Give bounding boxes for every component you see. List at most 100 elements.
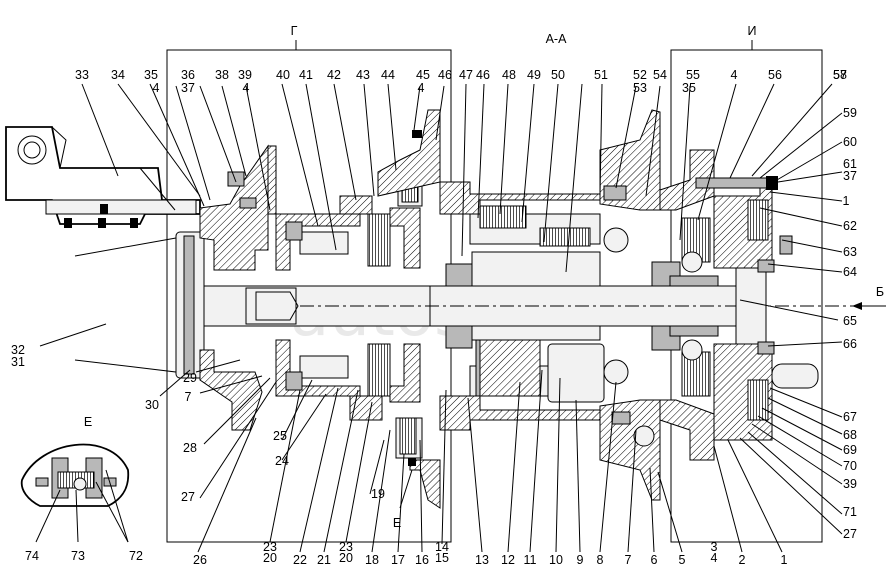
callout-top-4: 4 <box>418 81 425 95</box>
callout-top-54: 54 <box>653 68 667 82</box>
callout-top-4: 4 <box>243 81 250 95</box>
callout-top-44: 44 <box>381 68 395 82</box>
callout-right-67: 67 <box>843 410 857 424</box>
callout-bottom-11: 11 <box>524 553 537 567</box>
callout-left-7: 7 <box>185 390 192 404</box>
callout-right-70: 70 <box>843 459 857 473</box>
callout-right-68: 68 <box>843 428 857 442</box>
callout-top-36: 36 <box>181 68 195 82</box>
callout-bottom-5: 5 <box>679 553 686 567</box>
callout-top-4: 4 <box>153 81 160 95</box>
callout-bottom-21: 21 <box>317 553 331 567</box>
callout-bottom-20: 20 <box>263 551 277 565</box>
callout-bottom-22: 22 <box>293 553 307 567</box>
callout-bottom-9: 9 <box>577 553 584 567</box>
callout-top-57: 57 <box>833 68 847 82</box>
callout-left-24: 24 <box>275 454 289 468</box>
callout-left-25: 25 <box>273 429 287 443</box>
callout-left-19: 19 <box>371 487 385 501</box>
callout-top-41: 41 <box>299 68 313 82</box>
callout-top-37: 37 <box>181 81 195 95</box>
callout-bottom-15: 15 <box>435 551 449 565</box>
callout-top-48: 48 <box>502 68 516 82</box>
callout-bottom-4: 4 <box>711 551 718 565</box>
callout-top-42: 42 <box>327 68 341 82</box>
callout-left-27: 27 <box>181 490 195 504</box>
detail-e-reference: Е <box>393 516 401 530</box>
main-shaft <box>300 251 860 351</box>
callout-right-63: 63 <box>843 245 857 259</box>
callout-bottom-6: 6 <box>651 553 658 567</box>
callout-right-27: 27 <box>843 527 857 541</box>
callout-bottom-72: 72 <box>129 549 143 563</box>
callout-right-69: 69 <box>843 443 857 457</box>
callout-top-4: 4 <box>731 68 738 82</box>
callout-bottom-18: 18 <box>365 553 379 567</box>
callout-top-49: 49 <box>527 68 541 82</box>
callout-top-43: 43 <box>356 68 370 82</box>
callout-left-28: 28 <box>183 441 197 455</box>
callout-bottom-7: 7 <box>625 553 632 567</box>
leader-lines <box>35 40 886 553</box>
callout-left-30: 30 <box>145 398 159 412</box>
callout-top-46: 46 <box>476 68 490 82</box>
callout-top-50: 50 <box>551 68 565 82</box>
callout-bottom-23: 23 <box>339 540 353 554</box>
callout-top-39: 39 <box>238 68 252 82</box>
detail-e-view <box>20 443 130 507</box>
callout-left-29: 29 <box>183 371 197 385</box>
callout-right-59: 59 <box>843 106 857 120</box>
callout-right-39: 39 <box>843 477 857 491</box>
brake-unit <box>659 149 819 461</box>
section-title: А-А <box>546 32 568 46</box>
actuator-housing <box>5 126 201 228</box>
detail-e-title: Е <box>84 415 92 429</box>
callout-bottom-14: 14 <box>435 540 449 554</box>
callout-right-62: 62 <box>843 219 857 233</box>
view-mark-g: Г <box>291 24 298 38</box>
callout-bottom-3: 3 <box>711 540 718 554</box>
callout-bottom-23: 23 <box>263 540 277 554</box>
callout-right-61: 61 <box>843 157 857 171</box>
callout-top-58: 58 <box>833 68 847 82</box>
callout-bottom-1: 1 <box>781 553 788 567</box>
callout-right-60: 60 <box>843 135 857 149</box>
view-mark-i: И <box>748 24 757 38</box>
callout-top-33: 33 <box>75 68 89 82</box>
callout-top-35: 35 <box>682 81 696 95</box>
callout-bottom-2: 2 <box>739 553 746 567</box>
callout-top-53: 53 <box>633 81 647 95</box>
callout-bottom-13: 13 <box>475 553 489 567</box>
planetary-housing <box>439 109 661 501</box>
view-mark-b: Б <box>876 285 884 299</box>
callout-top-45: 45 <box>416 68 430 82</box>
callout-bottom-74: 74 <box>25 549 39 563</box>
callout-top-38: 38 <box>215 68 229 82</box>
callout-top-40: 40 <box>276 68 290 82</box>
callout-bottom-20: 20 <box>339 551 353 565</box>
callout-right-64: 64 <box>843 265 857 279</box>
callout-top-35: 35 <box>144 68 158 82</box>
callout-top-52: 52 <box>633 68 647 82</box>
callout-left-31: 31 <box>11 355 25 369</box>
callout-bottom-8: 8 <box>597 553 604 567</box>
callout-bottom-73: 73 <box>71 549 85 563</box>
callout-bottom-10: 10 <box>549 553 563 567</box>
callout-top-47: 47 <box>459 68 473 82</box>
callout-right-71: 71 <box>843 505 857 519</box>
callout-bottom-12: 12 <box>501 553 515 567</box>
callout-top-34: 34 <box>111 68 125 82</box>
callout-right-66: 66 <box>843 337 857 351</box>
clutch-disc-pack-left <box>367 109 441 509</box>
callout-bottom-17: 17 <box>391 553 405 567</box>
callout-top-56: 56 <box>768 68 782 82</box>
callout-top-51: 51 <box>594 68 608 82</box>
callout-top-46: 46 <box>438 68 452 82</box>
callout-left-32: 32 <box>11 343 25 357</box>
callout-top-55: 55 <box>686 68 700 82</box>
